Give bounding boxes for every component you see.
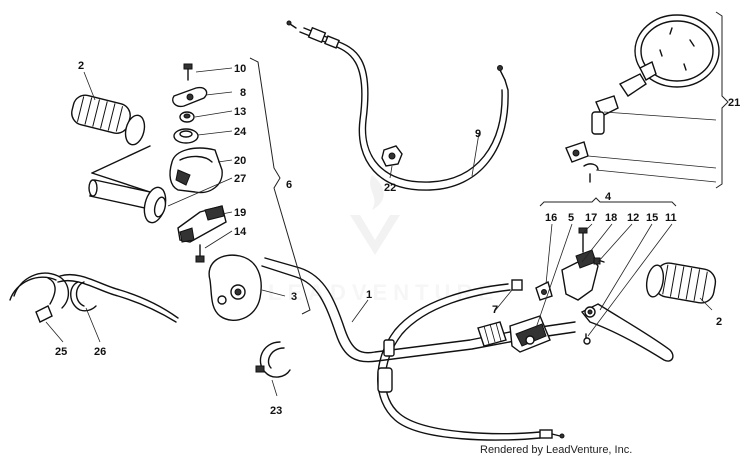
callout-5: 5 bbox=[568, 212, 574, 224]
callout-17: 17 bbox=[585, 212, 597, 224]
callout-15: 15 bbox=[646, 212, 658, 224]
callout-2-left: 2 bbox=[78, 60, 84, 72]
callouts: 2 10 8 13 24 20 27 6 19 14 3 1 9 22 23 2… bbox=[55, 60, 740, 417]
callout-25: 25 bbox=[55, 346, 67, 358]
callout-1: 1 bbox=[366, 289, 372, 301]
switch-housing-3 bbox=[208, 254, 262, 321]
callout-8: 8 bbox=[240, 87, 246, 99]
wiring-harness bbox=[9, 272, 179, 323]
callout-7: 7 bbox=[492, 304, 498, 316]
callout-11: 11 bbox=[665, 212, 677, 224]
throttle-tube bbox=[88, 145, 167, 224]
throttle-housing-lower bbox=[177, 205, 227, 243]
callout-3: 3 bbox=[291, 291, 297, 303]
callout-24: 24 bbox=[234, 126, 247, 138]
boot-24 bbox=[173, 128, 199, 144]
screw-14 bbox=[195, 244, 205, 263]
lever bbox=[580, 303, 674, 362]
callout-10: 10 bbox=[234, 63, 246, 75]
left-grip bbox=[71, 94, 146, 146]
callout-20: 20 bbox=[234, 155, 246, 167]
callout-16: 16 bbox=[545, 212, 557, 224]
render-credit: Rendered by LeadVenture, Inc. bbox=[480, 444, 633, 456]
mirror bbox=[565, 14, 720, 183]
bracket-4 bbox=[539, 197, 677, 207]
clamp-23 bbox=[255, 341, 291, 378]
callout-12: 12 bbox=[627, 212, 639, 224]
callout-13: 13 bbox=[234, 106, 246, 118]
callout-6: 6 bbox=[286, 179, 292, 191]
control-cable-7 bbox=[377, 279, 565, 441]
callout-14: 14 bbox=[234, 226, 247, 238]
callout-23: 23 bbox=[270, 405, 282, 417]
screw-10 bbox=[183, 63, 193, 81]
callout-21: 21 bbox=[728, 97, 740, 109]
callout-26: 26 bbox=[94, 346, 106, 358]
callout-2-right: 2 bbox=[716, 316, 722, 328]
watermark-logo: LEADVENTURE bbox=[268, 175, 499, 305]
callout-19: 19 bbox=[234, 207, 246, 219]
lever-bracket-assembly bbox=[477, 315, 551, 353]
throttle-cable bbox=[286, 20, 509, 191]
throttle-housing-upper bbox=[169, 147, 223, 194]
grommet-13 bbox=[179, 111, 195, 123]
clutch-perch bbox=[535, 227, 605, 301]
right-grip bbox=[645, 262, 717, 304]
callout-4: 4 bbox=[605, 191, 612, 203]
callout-27: 27 bbox=[234, 173, 246, 185]
callout-18: 18 bbox=[605, 212, 617, 224]
leader-lines bbox=[45, 67, 717, 397]
clip-26 bbox=[70, 281, 97, 312]
cover-cap-8 bbox=[172, 86, 208, 108]
bracket-21 bbox=[715, 11, 729, 189]
watermark-text: LEADVENTURE bbox=[268, 280, 499, 305]
bracket-6 bbox=[249, 57, 311, 315]
callout-9: 9 bbox=[475, 128, 481, 140]
callout-22: 22 bbox=[384, 182, 396, 194]
cable-clamp-22 bbox=[381, 145, 403, 167]
